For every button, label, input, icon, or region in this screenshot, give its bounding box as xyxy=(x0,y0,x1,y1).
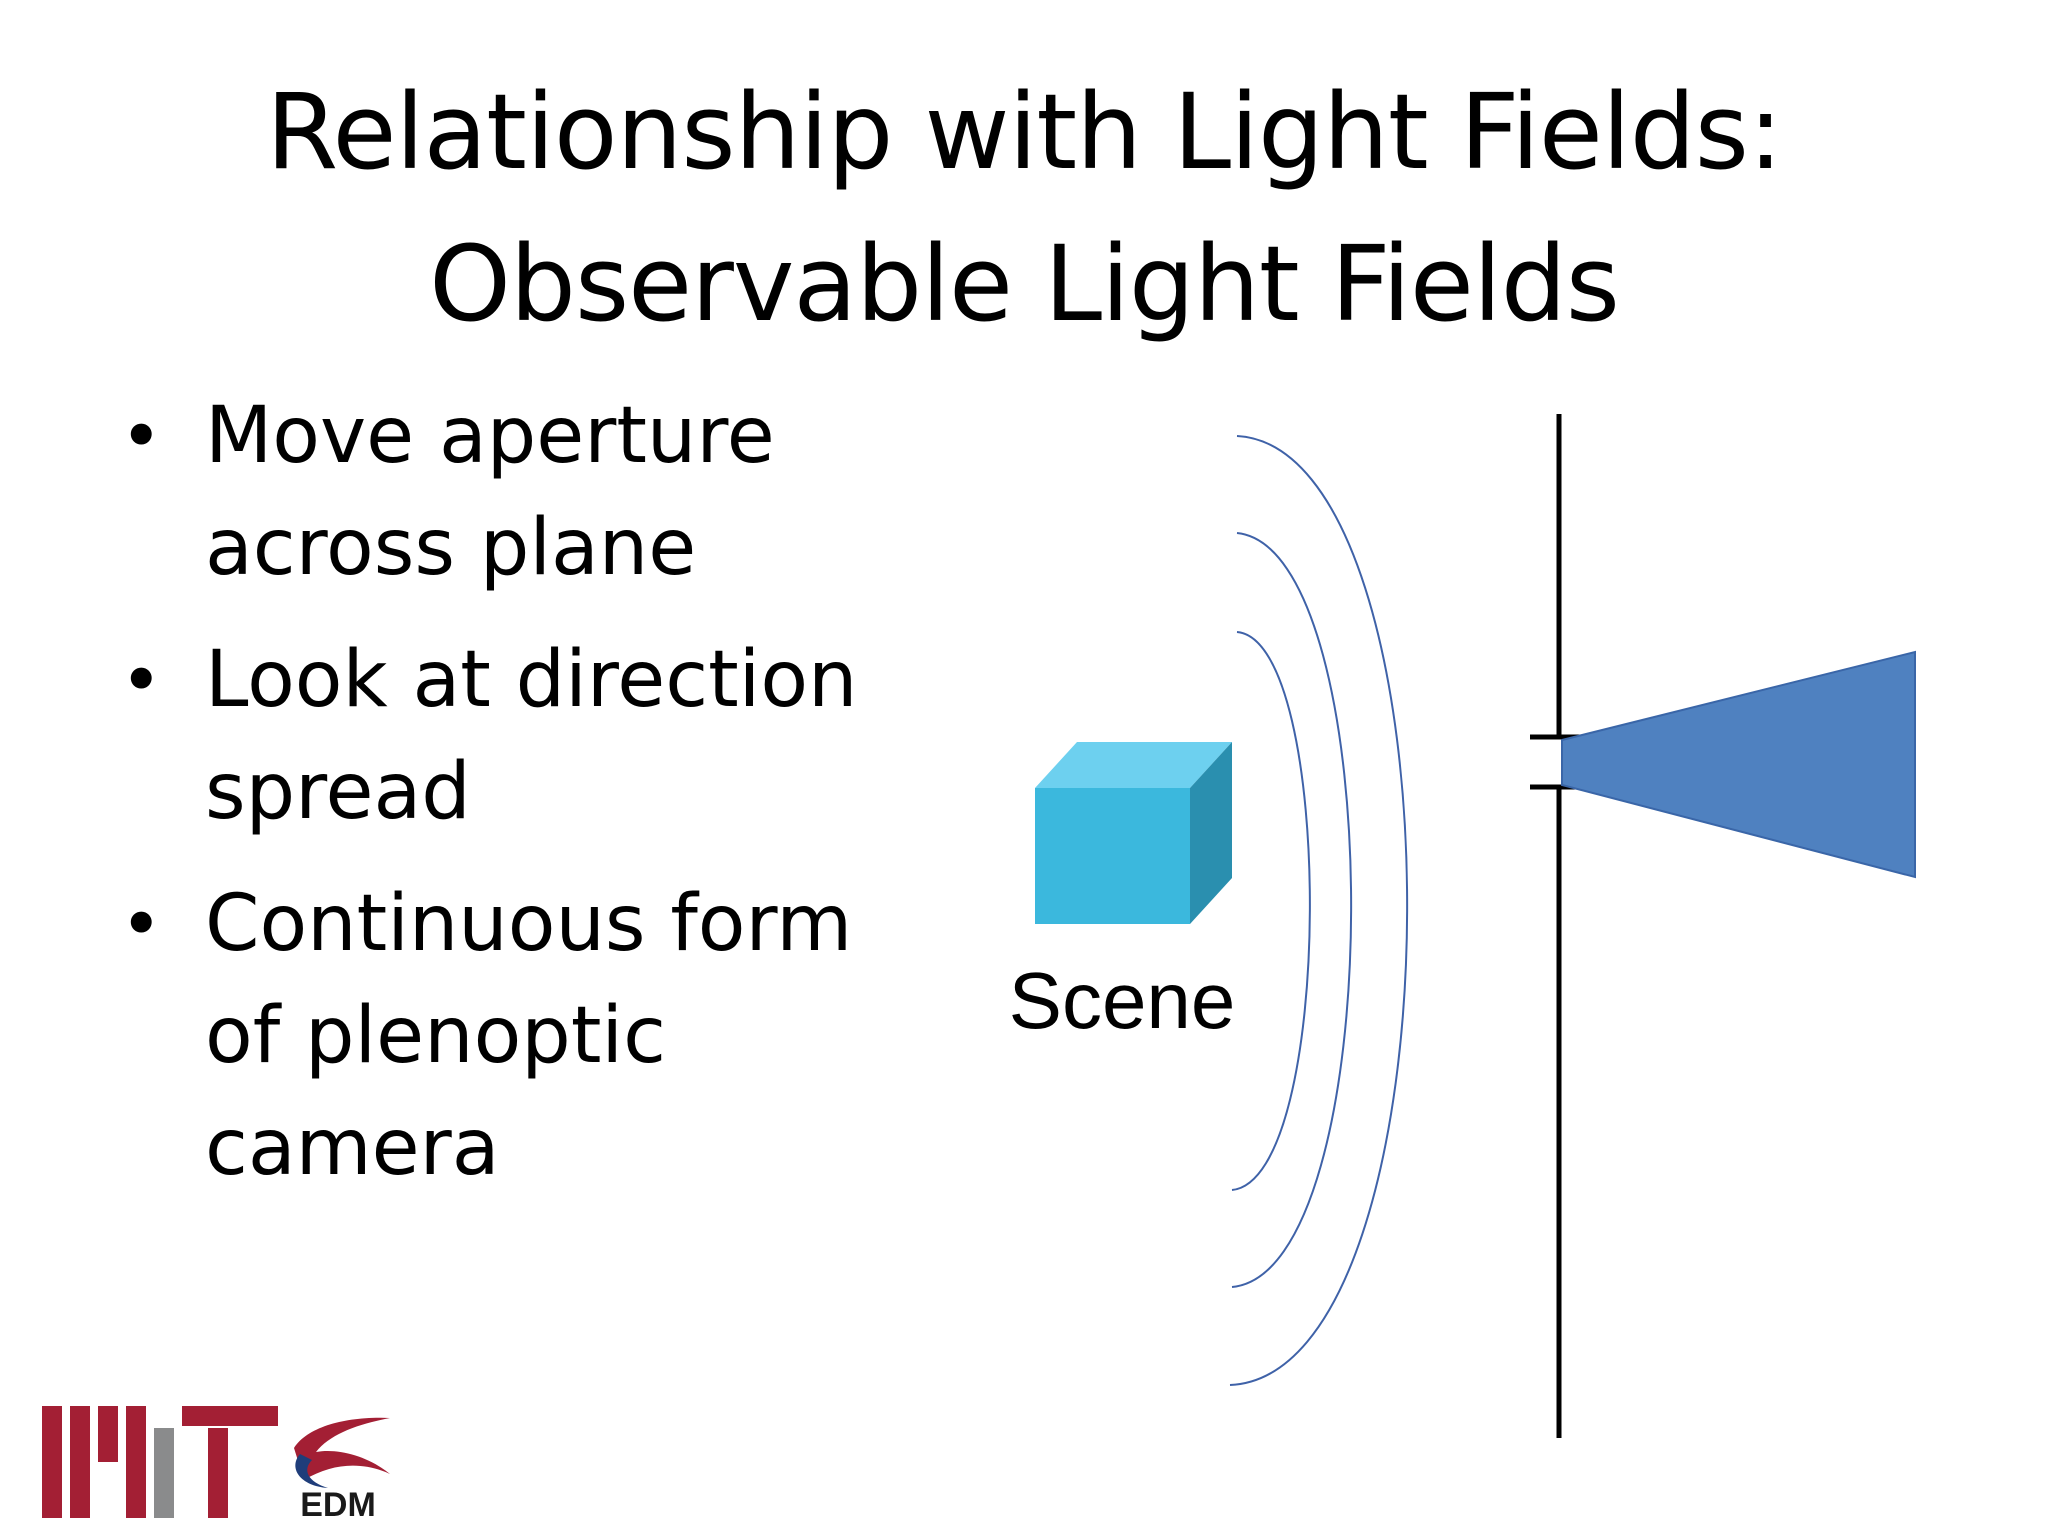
bullet-text-line: Look at direction xyxy=(205,635,858,725)
bullet-list: • Move aperture across plane • Look at d… xyxy=(120,380,880,1224)
slide-title: Relationship with Light Fields: Observab… xyxy=(0,56,2048,360)
edm-swoosh-blue-icon xyxy=(295,1454,328,1488)
cube-side-face xyxy=(1190,742,1232,924)
title-line-2: Observable Light Fields xyxy=(429,223,1620,345)
bullet-item: • Move aperture across plane xyxy=(120,380,880,604)
cube-top-face xyxy=(1035,742,1232,788)
mit-logo-bar xyxy=(70,1406,90,1518)
mit-logo-bar xyxy=(182,1406,278,1426)
title-line-1: Relationship with Light Fields: xyxy=(265,71,1783,193)
bullet-text-line: camera xyxy=(205,1103,500,1193)
mit-logo xyxy=(42,1406,278,1518)
wavefront-arc-outer xyxy=(1229,435,1409,1386)
bullet-text-line: Continuous form xyxy=(205,879,853,969)
aperture-plane xyxy=(1530,414,1603,1438)
mit-logo-bar xyxy=(42,1406,62,1518)
wavefront-arc-middle xyxy=(1231,532,1353,1288)
bullet-item: • Continuous form of plenoptic camera xyxy=(120,868,880,1204)
mit-logo-bar xyxy=(208,1428,228,1518)
edm-swoosh-icon xyxy=(294,1417,390,1480)
cube-front-face xyxy=(1035,788,1190,924)
bullet-text-line: across plane xyxy=(205,503,697,593)
bullet-text-line: spread xyxy=(205,747,471,837)
mit-logo-bar xyxy=(126,1406,146,1518)
bullet-dot-icon: • xyxy=(120,638,163,722)
bullet-text-line: of plenoptic xyxy=(205,991,666,1081)
bullet-dot-icon: • xyxy=(120,394,163,478)
bullet-item: • Look at direction spread xyxy=(120,624,880,848)
logo-area: EDM xyxy=(42,1406,390,1520)
scene-label: Scene xyxy=(1009,956,1236,1045)
bullet-text-line: Move aperture xyxy=(205,391,775,481)
wavefront-arc-inner xyxy=(1231,631,1311,1191)
wavefront-arcs xyxy=(1229,435,1409,1386)
scene-cube-icon xyxy=(1035,742,1232,924)
edm-logo-text: EDM xyxy=(300,1486,376,1520)
mit-logo-bar xyxy=(98,1406,118,1462)
light-cone xyxy=(1561,650,1916,879)
bullet-dot-icon: • xyxy=(120,882,163,966)
mit-logo-bar xyxy=(154,1428,174,1518)
edm-logo: EDM xyxy=(294,1417,390,1520)
